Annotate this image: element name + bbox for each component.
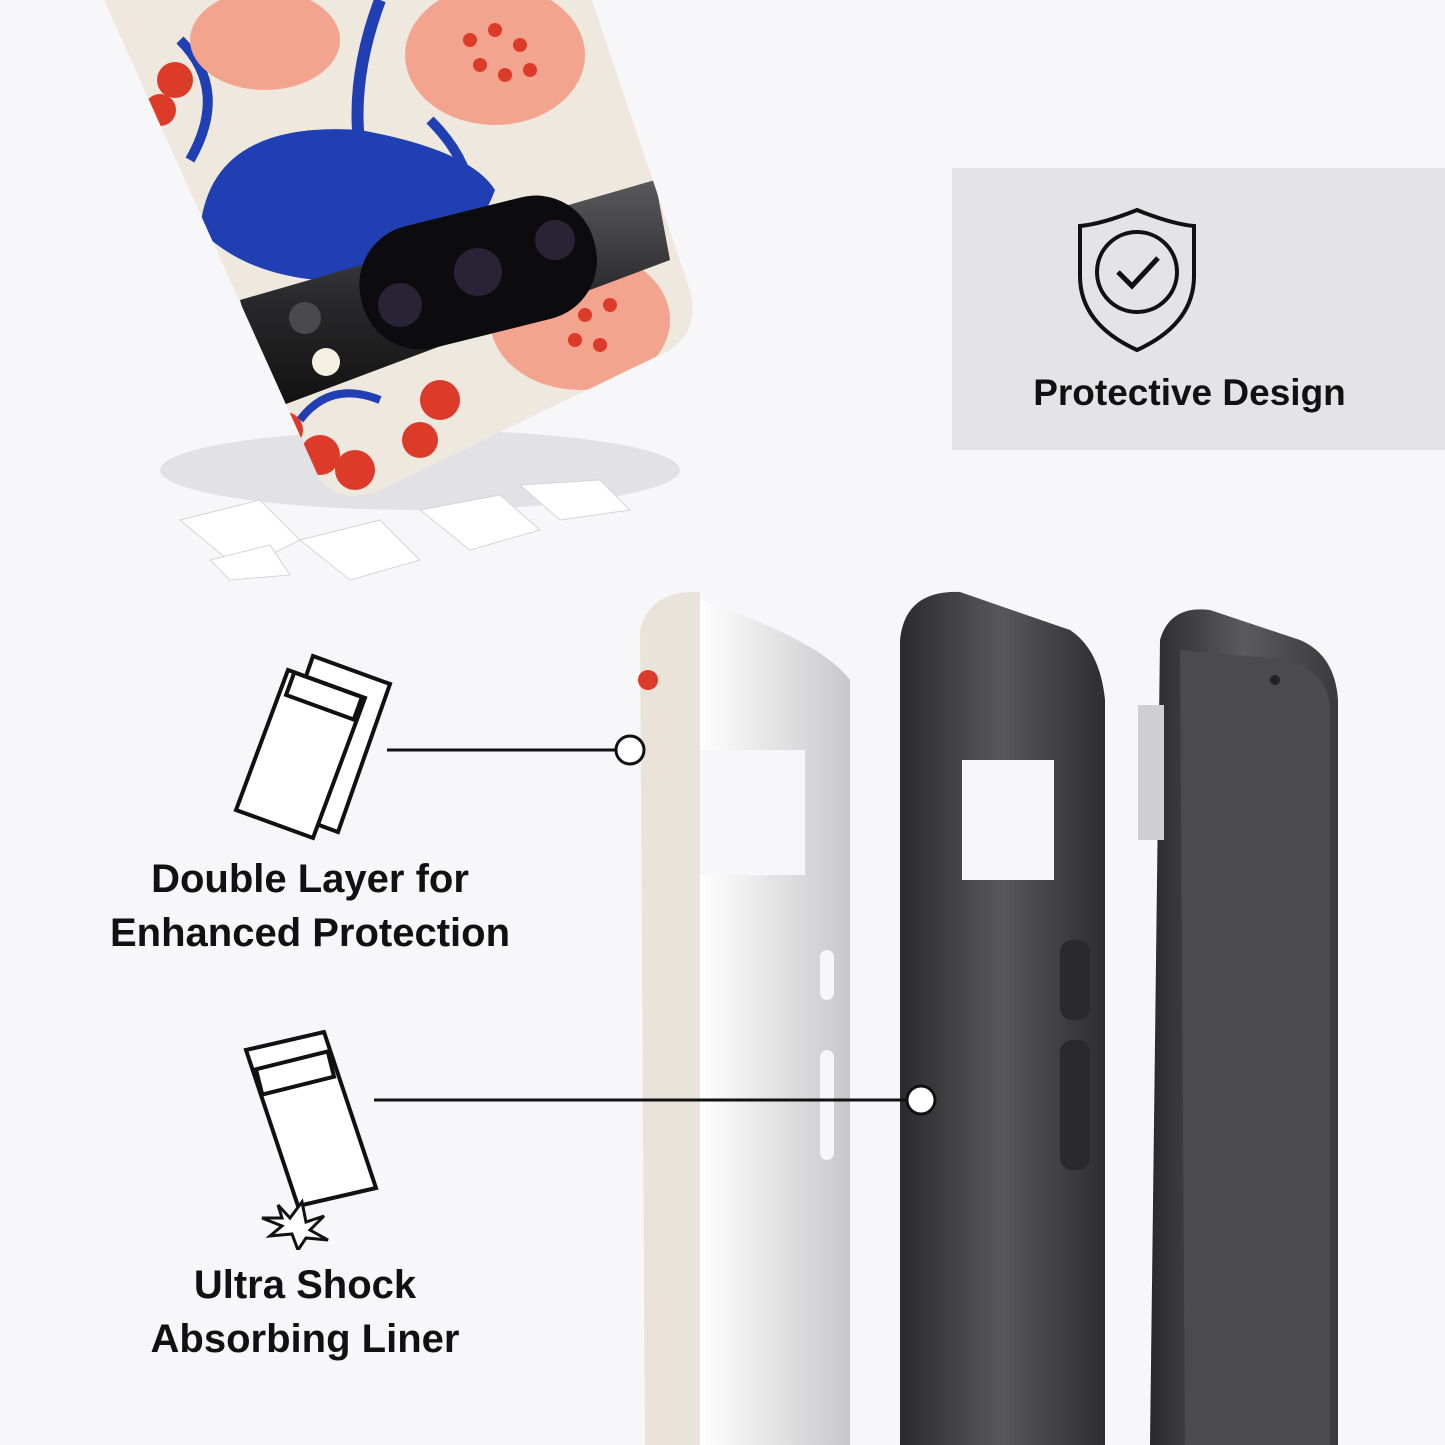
dropped-phone-case bbox=[95, 0, 693, 496]
shock-absorb-icon bbox=[243, 1030, 379, 1250]
shield-check-icon bbox=[1078, 207, 1196, 353]
double-layer-label-line2: Enhanced Protection bbox=[109, 911, 511, 955]
camera-lens bbox=[535, 220, 575, 260]
inner-liner-layer bbox=[900, 591, 1105, 1445]
shock-absorb-label-line1: Ultra Shock bbox=[193, 1263, 417, 1307]
shock-absorb-label: Ultra Shock Absorbing Liner bbox=[55, 1258, 555, 1366]
phone-device bbox=[1138, 609, 1338, 1445]
double-layer-icon bbox=[233, 653, 393, 841]
callout-connector-2 bbox=[374, 1084, 937, 1116]
double-layer-label: Double Layer for Enhanced Protection bbox=[60, 852, 560, 960]
camera-lens bbox=[378, 283, 422, 327]
camera-sensor bbox=[289, 302, 321, 334]
callout-connector-1 bbox=[387, 734, 646, 766]
outer-shell-layer bbox=[638, 591, 850, 1445]
camera-flash bbox=[312, 348, 340, 376]
shock-absorb-label-line2: Absorbing Liner bbox=[150, 1317, 460, 1361]
protective-design-card: Protective Design bbox=[952, 168, 1445, 450]
double-layer-label-line1: Double Layer for bbox=[151, 857, 469, 901]
floor-shards bbox=[178, 479, 632, 581]
camera-lens bbox=[454, 248, 502, 296]
protective-design-label: Protective Design bbox=[1033, 372, 1346, 413]
